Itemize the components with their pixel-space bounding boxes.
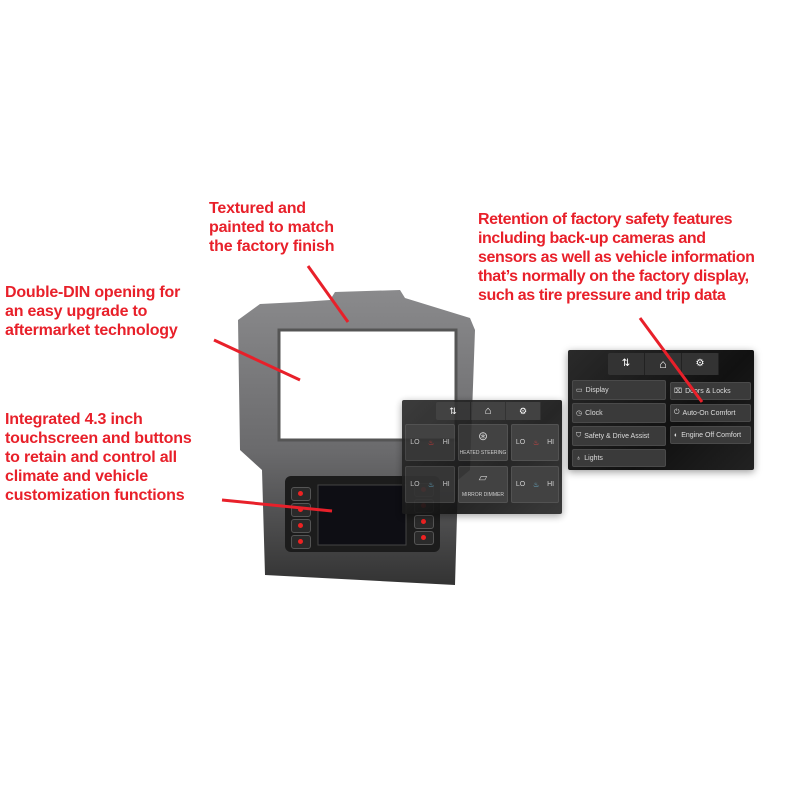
menu-auto-on-comfort[interactable]: ⏻Auto-On Comfort: [670, 404, 751, 422]
bezel-button[interactable]: [414, 531, 434, 545]
annotation-double-din: Double-DIN opening for an easy upgrade t…: [5, 284, 181, 339]
car-icon: ⛉: [576, 432, 582, 439]
driver-seat-vent[interactable]: LO♨HI: [405, 466, 455, 503]
door-icon: ⌧: [674, 388, 683, 395]
power-icon: ⏻: [674, 409, 680, 416]
tab-home[interactable]: ⌂: [645, 353, 682, 375]
menu-doors-locks[interactable]: ⌧Doors & Locks: [670, 382, 751, 400]
passenger-seat-vent[interactable]: LO♨HI: [511, 466, 559, 503]
menu-lights[interactable]: ♁Lights: [572, 449, 666, 467]
menu-display[interactable]: ▭Display: [572, 380, 666, 400]
climate-screen: ⇅ ⌂ ⚙ LO♨HI ⊛HEATED STEERING LO♨HI LO♨HI…: [402, 400, 562, 514]
menu-engine-off-comfort[interactable]: ◐Engine Off Comfort: [670, 426, 751, 444]
steering-wheel-icon: ⊛: [477, 428, 489, 443]
clock-icon: ◷: [576, 410, 583, 417]
mirror-icon: ▱: [478, 472, 488, 484]
bezel-button[interactable]: [291, 519, 311, 533]
mirror-dimmer-button[interactable]: ▱MIRROR DIMMER: [458, 466, 508, 503]
settings-screen: ⇅ ⌂ ⚙ ▭Display ◷Clock ⛉Safety & Drive As…: [568, 350, 754, 470]
heated-steering-button[interactable]: ⊛HEATED STEERING: [458, 424, 508, 461]
annotation-touchscreen: Integrated 4.3 inch touchscreen and butt…: [5, 411, 192, 504]
vented-seat-icon: ♨: [428, 481, 435, 489]
settings-tabs: ⇅ ⌂ ⚙: [608, 353, 719, 375]
annotation-safety: Retention of factory safety features inc…: [478, 211, 755, 304]
tab-controls[interactable]: ⇅: [608, 353, 645, 375]
heated-seat-icon: ♨: [428, 439, 435, 447]
menu-clock[interactable]: ◷Clock: [572, 403, 666, 423]
tab-settings[interactable]: ⚙: [682, 353, 719, 375]
bezel-button[interactable]: [291, 535, 311, 549]
passenger-seat-heat[interactable]: LO♨HI: [511, 424, 559, 461]
bezel-button[interactable]: [291, 487, 311, 501]
vented-seat-icon: ♨: [533, 481, 540, 489]
headlight-icon: ◐: [674, 431, 679, 439]
annotation-finish: Textured and painted to match the factor…: [209, 200, 335, 255]
tab-controls[interactable]: ⇅: [436, 402, 471, 420]
bulb-icon: ♁: [576, 454, 582, 462]
tab-home[interactable]: ⌂: [471, 402, 506, 420]
climate-tabs: ⇅ ⌂ ⚙: [436, 402, 541, 420]
bezel-button[interactable]: [291, 503, 311, 517]
bezel-button[interactable]: [414, 515, 434, 529]
menu-safety[interactable]: ⛉Safety & Drive Assist: [572, 426, 666, 446]
tab-settings[interactable]: ⚙: [506, 402, 541, 420]
display-icon: ▭: [576, 387, 583, 394]
driver-seat-heat[interactable]: LO♨HI: [405, 424, 455, 461]
heated-seat-icon: ♨: [533, 439, 540, 447]
